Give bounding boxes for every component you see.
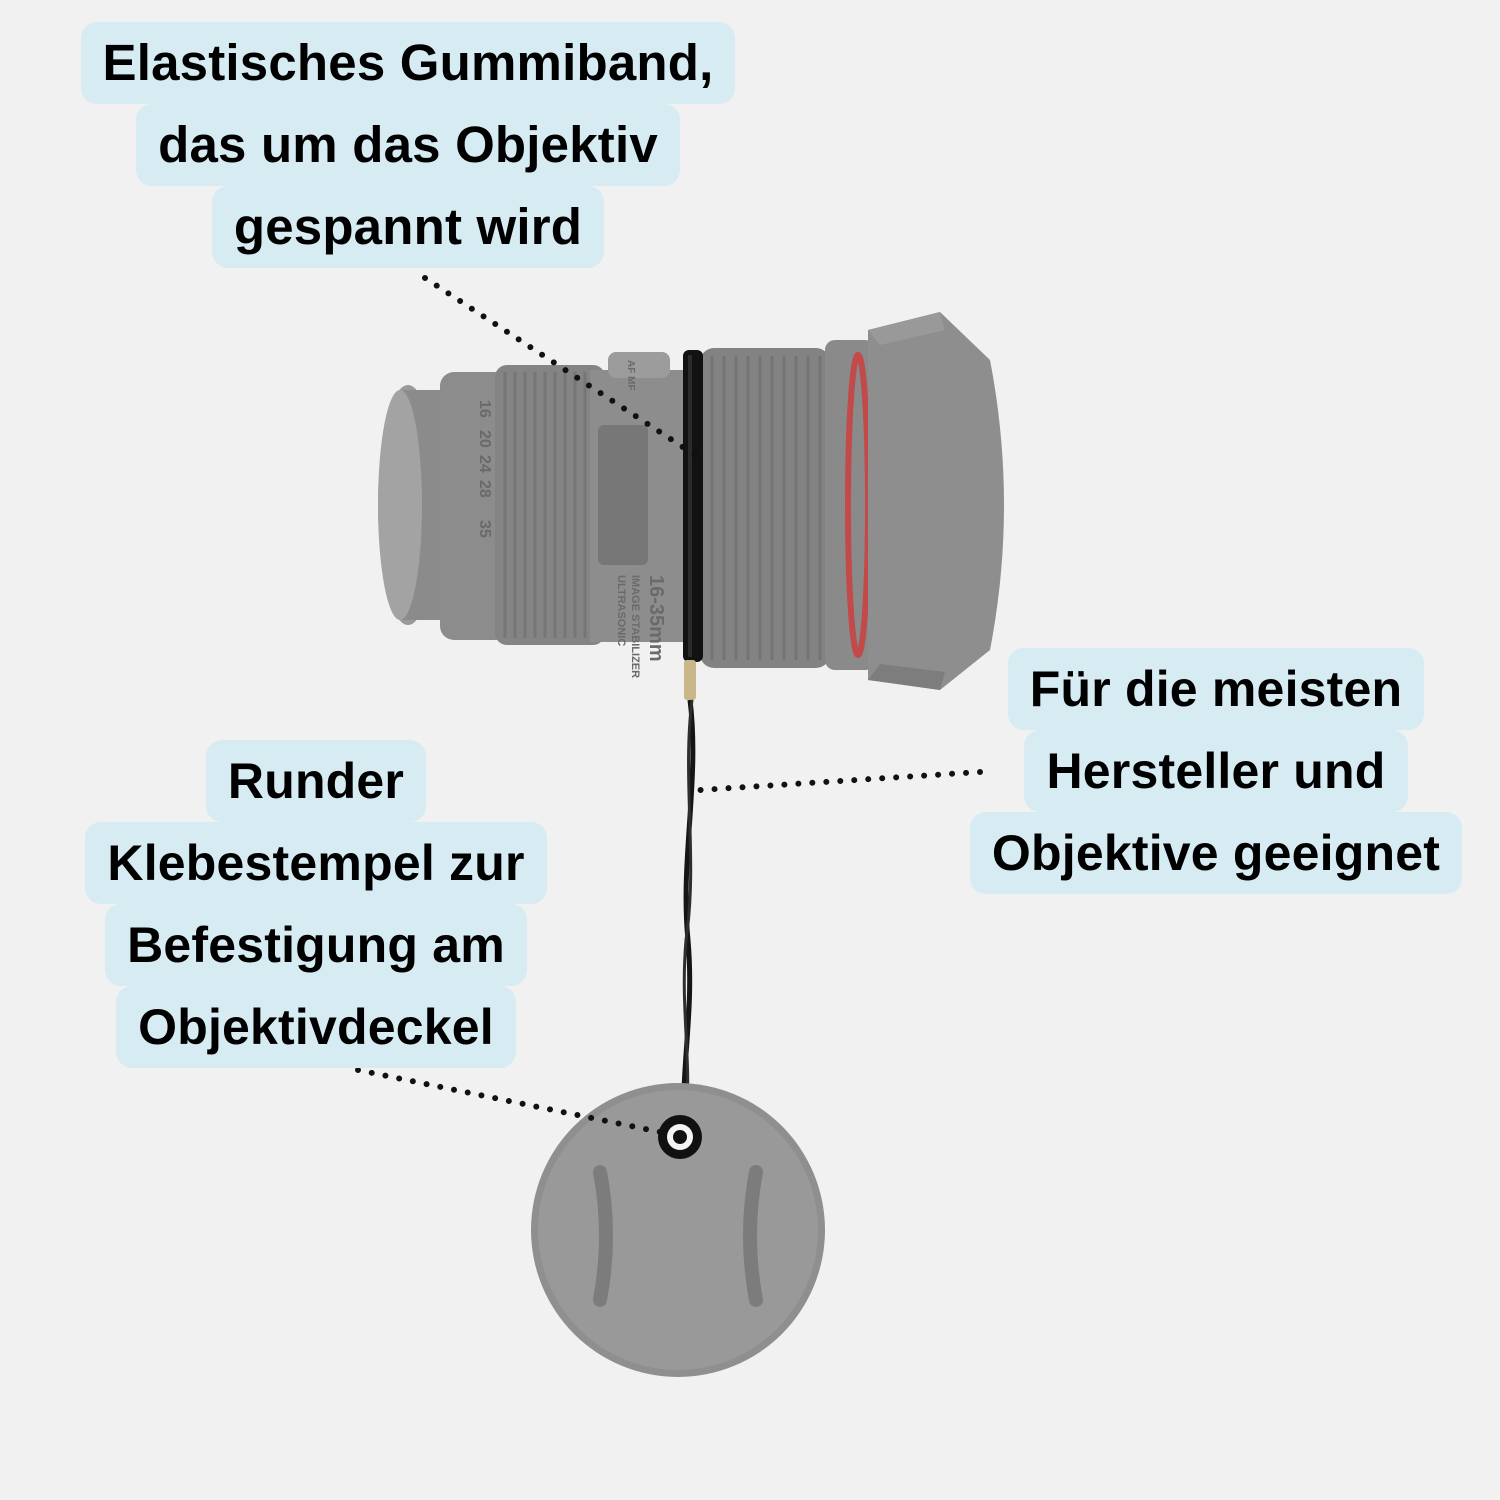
focal-mark: 35 xyxy=(476,520,493,538)
focal-mark: 24 xyxy=(476,455,493,473)
leader-lines xyxy=(355,275,983,1136)
callout-text-line: Elastisches Gummiband, xyxy=(80,22,736,104)
leader-line-band xyxy=(422,275,698,458)
callout-text-line: Hersteller und xyxy=(1024,730,1408,812)
af-mf-label: AF MF xyxy=(625,360,636,391)
elastic-band-icon xyxy=(683,350,703,662)
focal-mark: 28 xyxy=(476,480,493,498)
leader-line-compat xyxy=(697,769,983,793)
callout-text-line: Runder xyxy=(205,740,427,822)
focal-mark: 16 xyxy=(476,400,493,418)
callout-text-line: Für die meisten xyxy=(1007,648,1425,730)
leader-line-adhesive xyxy=(355,1067,668,1136)
stabilizer-label: IMAGE STABILIZER xyxy=(629,575,641,678)
callout-text-line: Klebestempel zur xyxy=(85,822,547,904)
callout-text-line: Befestigung am xyxy=(105,904,527,986)
callout-text-line: das um das Objektiv xyxy=(136,104,680,186)
callout-compatibility: Für die meisten Hersteller und Objektive… xyxy=(945,648,1487,894)
callout-text-line: gespannt wird xyxy=(211,186,605,268)
ultrasonic-label: ULTRASONIC xyxy=(615,575,627,646)
lens-model-label: 16-35mm xyxy=(645,575,667,662)
lens-cap-icon xyxy=(531,1083,825,1377)
callout-text-line: Objektivdeckel xyxy=(116,986,516,1068)
lens-cap-strap-icon xyxy=(681,660,696,1121)
callout-text-line: Objektive geeignet xyxy=(969,812,1463,894)
callout-adhesive-stamp: Runder Klebestempel zur Befestigung am O… xyxy=(66,740,566,1068)
focal-mark: 20 xyxy=(476,430,493,448)
callout-elastic-band: Elastisches Gummiband, das um das Objekt… xyxy=(70,22,746,268)
